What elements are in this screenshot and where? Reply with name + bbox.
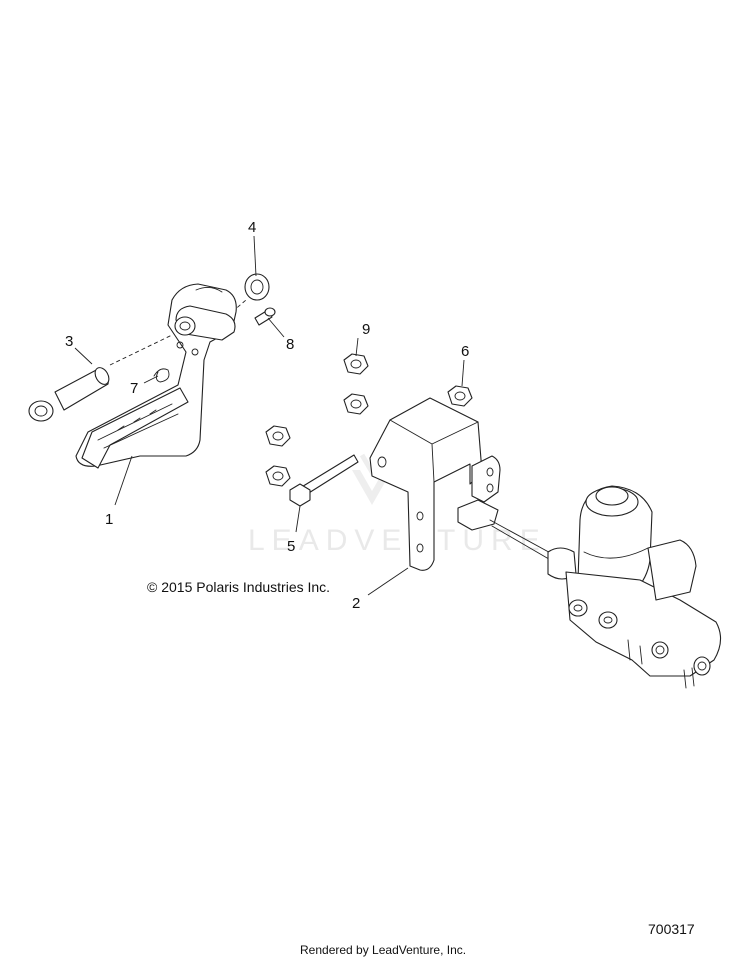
callout-3: 3 (65, 333, 73, 350)
part-3-pivot-tube (28, 367, 110, 422)
callout-5: 5 (287, 538, 295, 555)
leader-1 (114, 455, 133, 506)
assembly-line-tube (109, 334, 173, 366)
part-2-mounting-bracket (369, 397, 501, 571)
leader-5 (295, 505, 301, 533)
callout-1: 1 (105, 511, 113, 528)
part-9-nut-upper (343, 353, 369, 375)
leader-4 (253, 235, 257, 277)
part-4-bushing (244, 273, 270, 301)
nut-left-upper (265, 425, 291, 447)
footer-credit: Rendered by LeadVenture, Inc. (300, 943, 466, 957)
part-9-nut-lower (343, 393, 369, 415)
master-cylinder (457, 485, 722, 689)
part-1-brake-pedal (75, 283, 237, 469)
part-6-nut (447, 385, 473, 407)
leader-3 (74, 347, 93, 365)
figure-number: 700317 (648, 921, 695, 937)
leader-6 (461, 359, 465, 387)
leader-2 (367, 567, 409, 596)
callout-2: 2 (352, 595, 360, 612)
leader-9 (355, 337, 359, 357)
leader-7 (143, 375, 159, 384)
callout-7: 7 (130, 380, 138, 397)
callout-9: 9 (362, 321, 370, 338)
leader-8 (267, 317, 285, 338)
part-5-bolt (289, 454, 359, 507)
callout-4: 4 (248, 219, 256, 236)
part-7-clip (153, 368, 170, 383)
copyright-notice: © 2015 Polaris Industries Inc. (147, 579, 330, 595)
callout-6: 6 (461, 343, 469, 360)
nut-left-lower (265, 465, 291, 487)
callout-8: 8 (286, 336, 294, 353)
part-8-clevis-pin (254, 307, 276, 326)
